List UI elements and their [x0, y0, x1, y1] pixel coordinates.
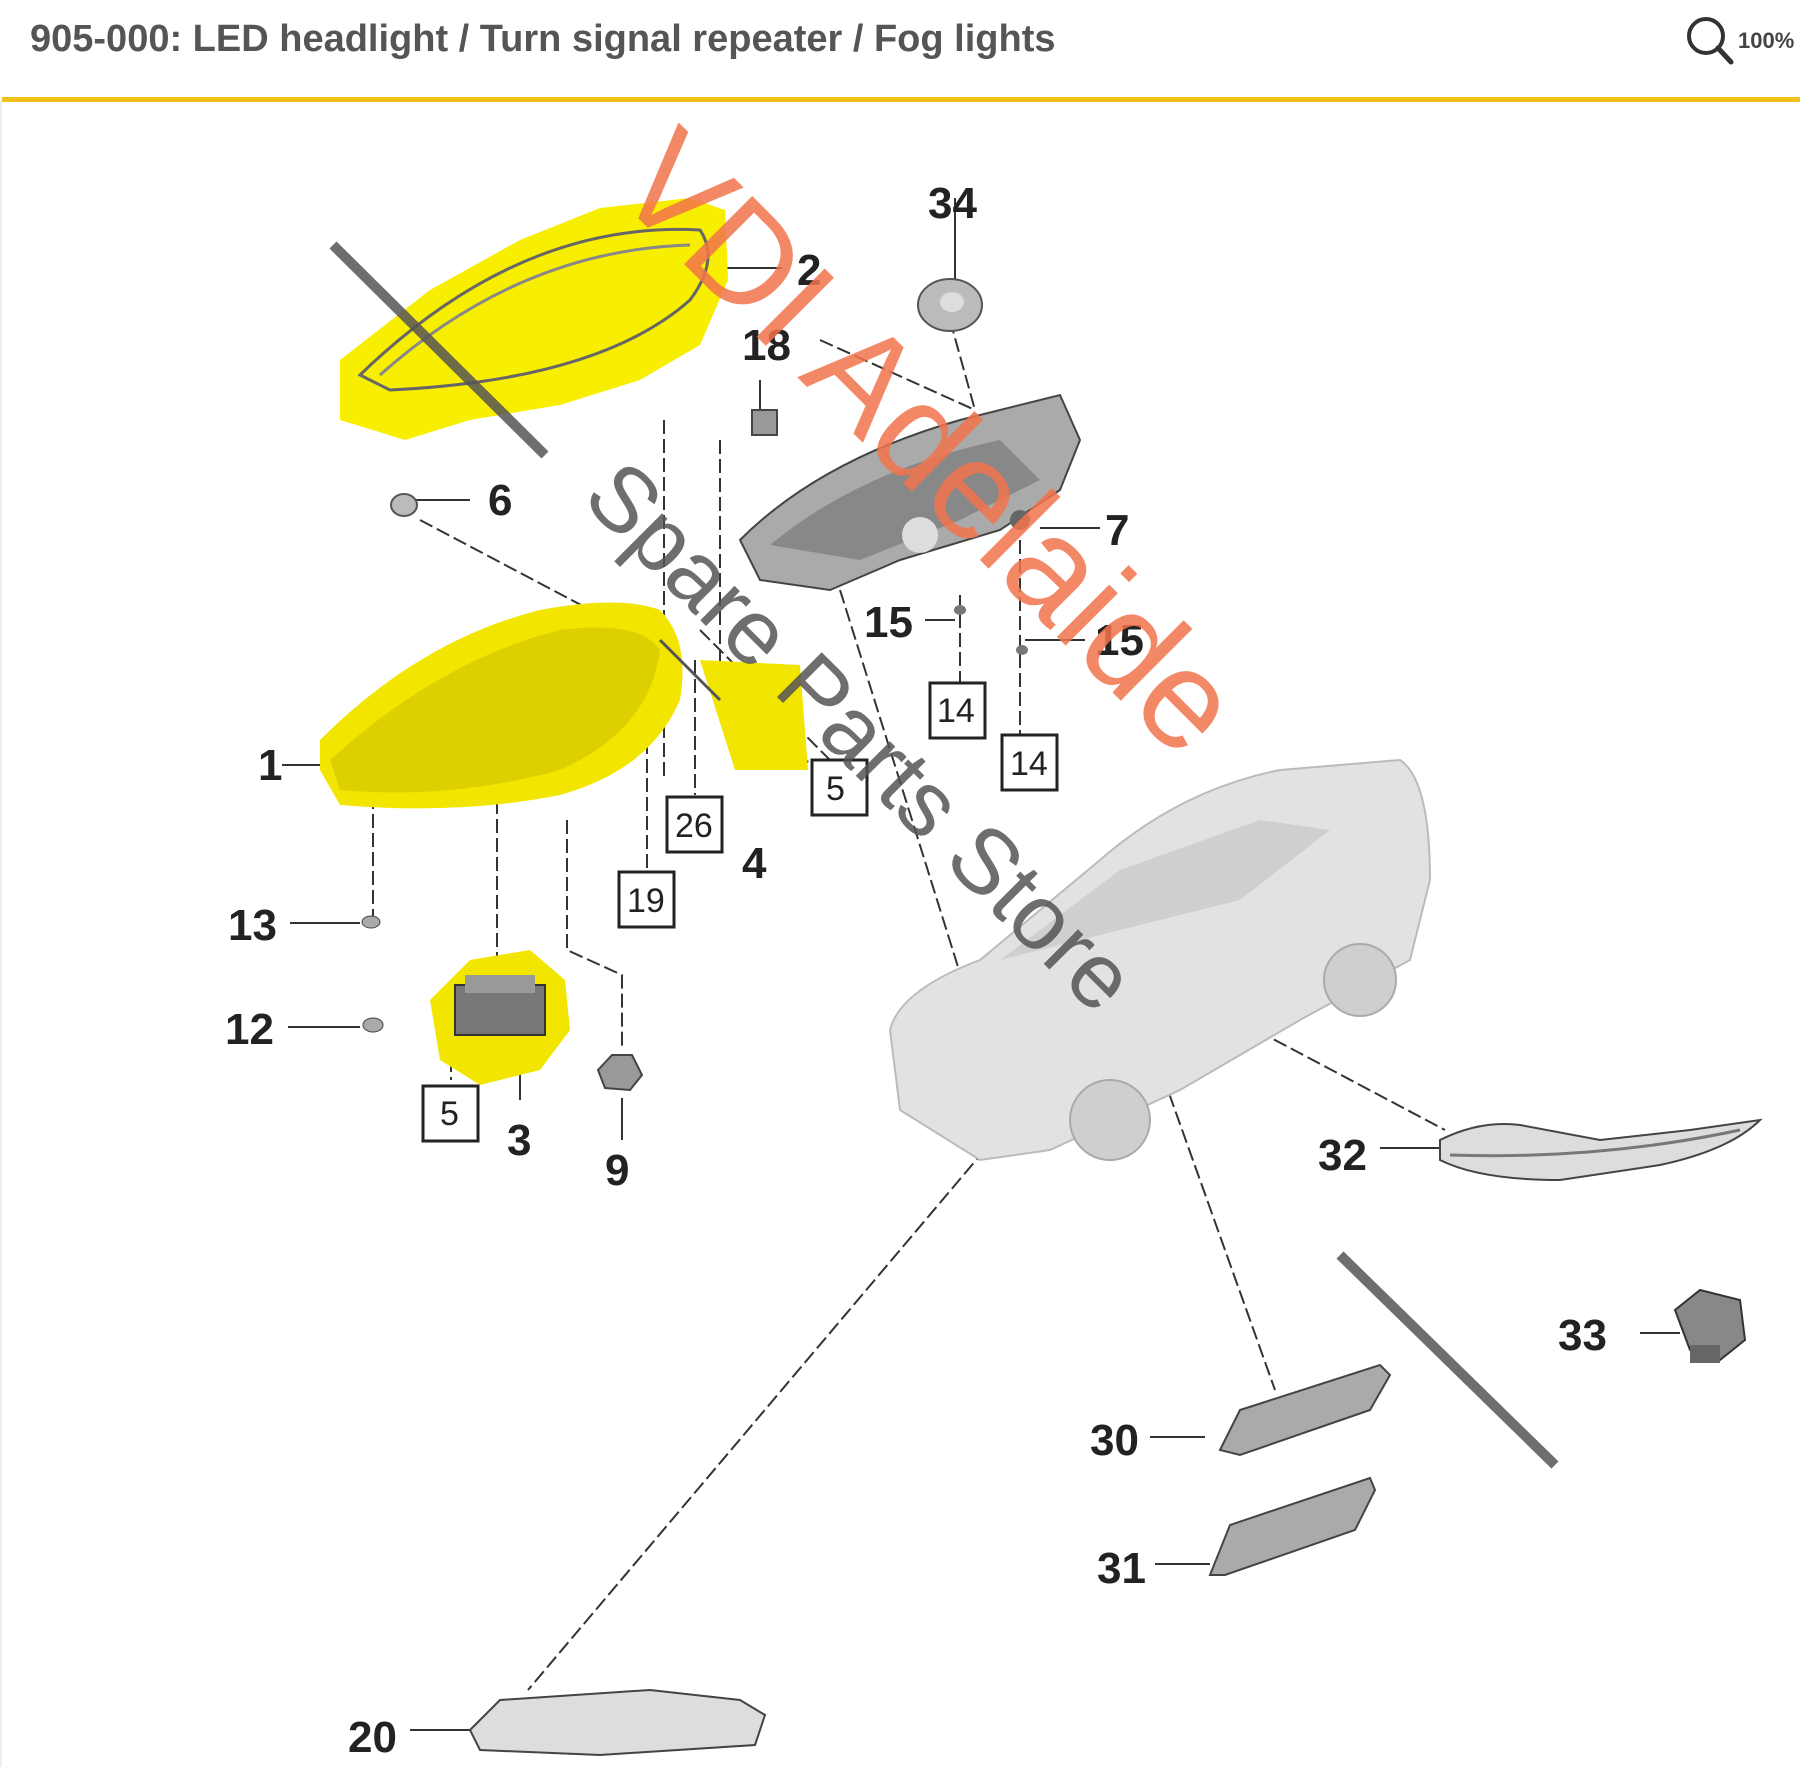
parts-diagram: 1 2 3 4 6 7 9 12 13 15 15 18 20 30 31 32…: [225, 102, 1763, 1762]
callout-12: 12: [225, 1005, 274, 1054]
part-13: [361, 915, 381, 929]
callout-14b: 14: [1010, 745, 1048, 783]
callout-2: 2: [797, 246, 821, 295]
callouts: 1 2 3 4 6 7 9 12 13 15 15 18 20 30 31 32…: [225, 179, 1607, 1762]
callout-4: 4: [742, 839, 767, 888]
callout-14a: 14: [937, 692, 975, 730]
callout-18: 18: [742, 321, 791, 370]
page-border: [0, 0, 2, 1767]
magnifier-icon: [1687, 17, 1734, 65]
part-marker-30: [1218, 1363, 1392, 1457]
part-foglight-20: [468, 1688, 767, 1757]
callout-7: 7: [1105, 506, 1129, 555]
callout-19: 19: [627, 882, 665, 920]
callout-26: 26: [675, 807, 713, 845]
callout-30: 30: [1090, 1416, 1139, 1465]
callout-6: 6: [488, 476, 512, 525]
part-headlight-base-7: [738, 393, 1082, 592]
callout-33: 33: [1558, 1311, 1607, 1360]
part-6: [390, 493, 418, 517]
header-accent-line: [2, 97, 1800, 102]
part-15a: [954, 605, 966, 615]
part-control-unit-3: [430, 950, 570, 1085]
boxed-callouts: 5 5 14 14 19 26: [421, 681, 1059, 1143]
page-title: 905-000: LED headlight / Turn signal rep…: [30, 18, 1056, 60]
callout-32: 32: [1318, 1131, 1367, 1180]
part-18: [751, 409, 778, 436]
part-headlight-1: [320, 602, 808, 809]
callout-20: 20: [348, 1713, 397, 1762]
header-bar: 905-000: LED headlight / Turn signal rep…: [0, 0, 1800, 100]
part-33: [1673, 1288, 1747, 1363]
part-marker-31: [1208, 1476, 1377, 1576]
callout-1: 1: [258, 741, 282, 790]
callout-5a: 5: [826, 770, 845, 808]
part-cap-34: [917, 278, 983, 332]
part-repeater-32: [1439, 1118, 1763, 1182]
part-12: [362, 1017, 384, 1033]
part-cover-2: [340, 198, 728, 440]
callout-34: 34: [928, 179, 977, 228]
part-nut-9: [596, 1054, 644, 1092]
zoom-level: 100%: [1738, 28, 1795, 53]
callout-15a: 15: [864, 598, 913, 647]
callout-15b: 15: [1095, 616, 1144, 665]
callout-31: 31: [1097, 1544, 1146, 1593]
part-15b: [1016, 645, 1028, 655]
car-silhouette: [888, 758, 1432, 1162]
callout-9: 9: [605, 1146, 629, 1195]
callout-5b: 5: [440, 1095, 459, 1133]
zoom-control[interactable]: 100%: [1686, 16, 1794, 66]
callout-13: 13: [228, 901, 277, 950]
callout-3: 3: [507, 1116, 531, 1165]
